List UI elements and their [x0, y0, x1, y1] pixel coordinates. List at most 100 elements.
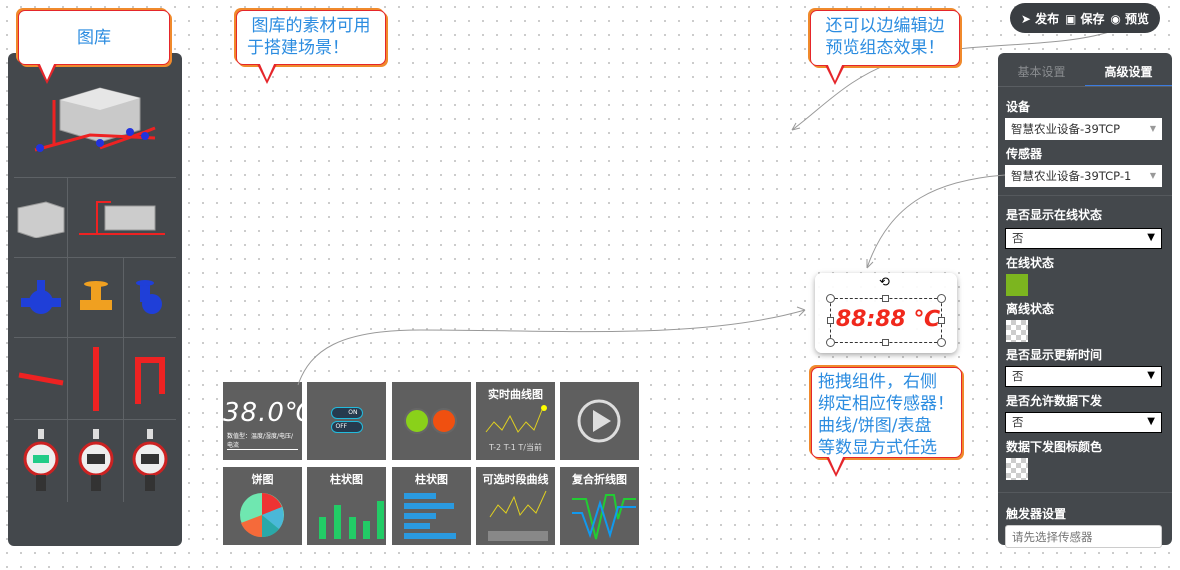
- show-update-time-label: 是否显示更新时间: [1006, 348, 1103, 362]
- switch-on: ON: [330, 407, 363, 419]
- callout-text: 拖拽组件，右侧: [818, 372, 937, 392]
- tile-title: 可选时段曲线: [482, 473, 549, 486]
- tile-horizontal-bar-chart[interactable]: 柱状图: [392, 467, 471, 545]
- callout-text: 等数显方式任选: [818, 438, 937, 458]
- tank-pipe-icon: [79, 200, 165, 235]
- tile-xlabels: T-2 T-1 T/当前: [489, 443, 542, 452]
- show-update-time-select[interactable]: 否▼: [1005, 366, 1162, 387]
- tile-title: 饼图: [251, 473, 274, 486]
- callout-text: 图库的素材可用: [251, 16, 371, 36]
- tile-title: 柱状图: [415, 473, 448, 486]
- pipe-elbow-icon: [135, 356, 165, 404]
- send-icon-color-label: 数据下发图标颜色: [1006, 440, 1103, 454]
- library-item-sensor-1[interactable]: [14, 420, 68, 502]
- switch-off: OFF: [330, 421, 363, 433]
- library-item-valve-blue-2[interactable]: [124, 258, 176, 338]
- sensor-select[interactable]: 智慧农业设备-39TCP-1▼: [1005, 165, 1162, 187]
- save-label: 保存: [1080, 11, 1105, 26]
- display-value: 88:88 ℃: [835, 307, 941, 332]
- show-online-select[interactable]: 否▼: [1005, 228, 1162, 249]
- play-icon: [577, 399, 621, 443]
- tile-value: 38.0℃: [223, 398, 302, 428]
- library-item-sensor-2[interactable]: [68, 420, 124, 502]
- resize-handle[interactable]: [827, 317, 834, 324]
- resize-handle[interactable]: [937, 294, 946, 303]
- library-item-tank[interactable]: [14, 178, 68, 258]
- tile-composite-line-chart[interactable]: 复合折线图: [560, 467, 639, 545]
- tile-video-player[interactable]: [560, 382, 639, 460]
- offline-color-swatch[interactable]: [1006, 320, 1028, 342]
- callout-library: 图库: [18, 10, 170, 84]
- pipe-horizontal-icon: [18, 372, 63, 385]
- library-item-tank-pipe[interactable]: [68, 178, 176, 258]
- sensor-gauge-icon: [78, 429, 113, 491]
- callout-text: 于搭建场景！: [247, 38, 349, 58]
- tile-numeric-display[interactable]: 38.0℃ 数值型：温度/湿度/电压/电流: [223, 382, 302, 460]
- component-library-panel: [8, 53, 182, 546]
- library-item-valve-orange[interactable]: [68, 258, 124, 338]
- callout-text: 绑定相应传感器！: [818, 394, 954, 414]
- save-button[interactable]: ▣ 保存: [1065, 10, 1105, 27]
- sensor-gauge-icon: [23, 429, 58, 491]
- resize-handle[interactable]: [826, 294, 835, 303]
- rotate-icon[interactable]: ⟲: [879, 275, 890, 290]
- eye-icon: ◉: [1110, 11, 1121, 26]
- tile-realtime-curve[interactable]: 实时曲线图 T-2 T-1 T/当前: [476, 382, 555, 460]
- tab-basic-settings[interactable]: 基本设置: [1017, 65, 1066, 79]
- device-label: 设备: [1006, 100, 1031, 114]
- resize-handle[interactable]: [882, 295, 889, 302]
- library-item-pipe-horizontal[interactable]: [14, 338, 68, 420]
- online-status-label: 在线状态: [1006, 256, 1055, 270]
- library-item-sensor-3[interactable]: [124, 420, 176, 502]
- tank-icon: [17, 200, 64, 238]
- resize-handle[interactable]: [882, 339, 889, 346]
- allow-send-select[interactable]: 否▼: [1005, 412, 1162, 433]
- pipe-vertical-icon: [92, 346, 99, 411]
- resize-handle[interactable]: [937, 338, 946, 347]
- preview-label: 预览: [1125, 11, 1150, 26]
- online-color-swatch[interactable]: [1006, 274, 1028, 296]
- trigger-settings-label: 触发器设置: [1006, 507, 1067, 521]
- send-icon-color-swatch[interactable]: [1006, 458, 1028, 480]
- library-item-pipe-vertical[interactable]: [68, 338, 124, 420]
- sensor-label: 传感器: [1006, 147, 1043, 161]
- tile-bar-chart[interactable]: 柱状图: [307, 467, 386, 545]
- tile-indicator-lights[interactable]: [392, 382, 471, 460]
- callout-library-text: 图库: [77, 28, 111, 48]
- top-toolbar: ➤ 发布 ▣ 保存 ◉ 预览: [1010, 3, 1160, 33]
- resize-handle[interactable]: [938, 317, 945, 324]
- red-light-icon: [431, 408, 457, 434]
- send-icon: ➤: [1020, 11, 1031, 26]
- publish-button[interactable]: ➤ 发布: [1021, 10, 1059, 27]
- callout-preview: 还可以边编辑边预览组态效果！: [810, 10, 960, 85]
- trigger-input[interactable]: [1005, 525, 1162, 548]
- settings-panel: 基本设置 高级设置 设备 智慧农业设备-39TCP▼ 传感器 智慧农业设备-39…: [998, 53, 1172, 548]
- tile-title: 复合折线图: [572, 473, 627, 486]
- callout-text: 还可以边编辑边: [825, 16, 945, 36]
- library-item-valve-blue[interactable]: [14, 258, 68, 338]
- library-item-water-tank-system[interactable]: [14, 63, 176, 178]
- tile-title: 柱状图: [330, 473, 363, 486]
- tile-pie-chart[interactable]: 饼图: [223, 467, 302, 545]
- water-tank-system-icon: [34, 87, 156, 152]
- library-item-pipe-elbow[interactable]: [124, 338, 176, 420]
- selected-digital-display-widget[interactable]: ⟲ 88:88 ℃: [815, 273, 957, 353]
- resize-handle[interactable]: [826, 338, 835, 347]
- valve-blue-2-icon: [136, 279, 162, 314]
- callout-drag: 拖拽组件，右侧绑定相应传感器！曲线/饼图/表盘等数显方式任选: [811, 367, 962, 477]
- tab-advanced-settings[interactable]: 高级设置: [1085, 53, 1172, 86]
- sensor-gauge-icon: [132, 429, 168, 491]
- preview-button[interactable]: ◉ 预览: [1110, 10, 1149, 27]
- callout-text: 预览组态效果！: [825, 38, 945, 58]
- save-icon: ▣: [1065, 11, 1077, 26]
- callout-text: 曲线/饼图/表盘: [818, 416, 932, 436]
- device-select[interactable]: 智慧农业设备-39TCP▼: [1005, 118, 1162, 140]
- offline-status-label: 离线状态: [1006, 302, 1055, 316]
- allow-send-label: 是否允许数据下发: [1006, 394, 1103, 408]
- tile-caption: 数值型：温度/湿度/电压/电流: [227, 431, 298, 450]
- tile-period-curve[interactable]: 可选时段曲线: [476, 467, 555, 545]
- tile-switch[interactable]: ON OFF: [307, 382, 386, 460]
- valve-blue-icon: [20, 279, 61, 314]
- show-online-label: 是否显示在线状态: [1006, 208, 1103, 222]
